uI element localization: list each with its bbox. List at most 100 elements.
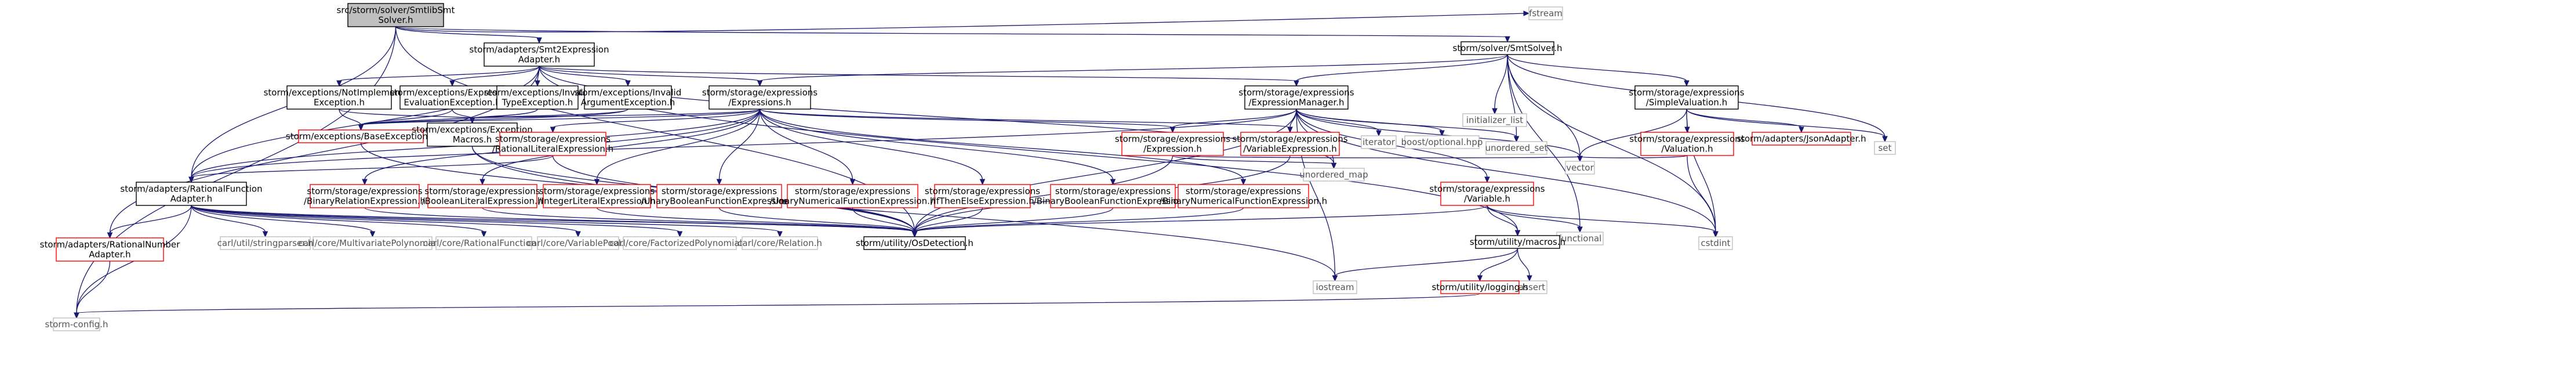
node-unorderedset[interactable]: unordered_set <box>1485 141 1548 155</box>
node-boostoptional[interactable]: boost/optional.hpp <box>1401 135 1483 149</box>
dependency-edge <box>74 293 1481 319</box>
node-notimpl[interactable]: storm/exceptions/NotImplementedException… <box>264 85 415 110</box>
node-macros[interactable]: storm/utility/macros.h <box>1470 235 1565 249</box>
node-baseexc[interactable]: storm/exceptions/BaseException.h <box>286 129 436 143</box>
node-multipoly[interactable]: carl/core/MultivariatePolynomial.h <box>299 236 447 250</box>
node-iterator[interactable]: iterator <box>1361 135 1397 149</box>
node-logging[interactable]: storm/utility/logging.h <box>1431 280 1528 294</box>
node-label: storm/exceptions/Invalid <box>575 88 681 98</box>
dependency-edge <box>191 205 487 238</box>
node-binnum[interactable]: storm/storage/expressions/BinaryNumerica… <box>1160 184 1327 208</box>
node-label: Adapter.h <box>170 194 212 204</box>
node-label: carl/core/FactorizedPolynomial.h <box>609 238 750 248</box>
node-label: /BinaryRelationExpression.h <box>304 196 426 207</box>
node-label: storm/utility/logging.h <box>1431 282 1528 292</box>
node-label: storm/storage/expressions <box>702 88 818 98</box>
node-oscheck[interactable]: storm/utility/OsDetection.h <box>856 236 973 250</box>
node-label: /IfThenElseExpression.h <box>931 196 1034 207</box>
dependency-edge <box>1487 205 1521 237</box>
node-label: storm/storage/expressions <box>662 186 777 197</box>
node-label: storm/storage/expressions <box>795 186 910 197</box>
dependency-edge <box>759 109 1176 133</box>
node-label: initializer_list <box>1466 115 1523 126</box>
node-label: iostream <box>1316 282 1354 292</box>
dependency-edge <box>759 109 1293 133</box>
node-label: /BinaryNumericalFunctionExpression.h <box>1160 196 1327 207</box>
node-label: carl/util/stringparser.h <box>217 238 314 248</box>
node-label: storm/storage/expressions <box>495 134 611 144</box>
node-ratfuncc[interactable]: carl/core/RationalFunction.h <box>423 236 545 250</box>
node-label: storm/exceptions/Expression <box>390 88 515 98</box>
node-label: Adapter.h <box>89 250 130 260</box>
node-cstdint[interactable]: cstdint <box>1698 236 1733 250</box>
node-set[interactable]: set <box>1874 141 1896 155</box>
node-label: /UnaryNumericalFunctionExpression.h <box>770 196 936 207</box>
dependency-edge <box>1517 248 1532 282</box>
dependency-edge <box>358 109 761 131</box>
node-exprevalexc[interactable]: storm/exceptions/ExpressionEvaluationExc… <box>390 85 515 110</box>
node-ifthenelse[interactable]: storm/storage/expressions/IfThenElseExpr… <box>925 184 1040 208</box>
node-binrel[interactable]: storm/storage/expressions/BinaryRelation… <box>304 184 426 208</box>
node-label: storm/exceptions/Invalid <box>484 88 591 98</box>
node-binbool[interactable]: storm/storage/expressions/BinaryBooleanF… <box>1034 184 1193 208</box>
node-unarynum[interactable]: storm/storage/expressions/UnaryNumerical… <box>770 184 936 208</box>
node-variableh[interactable]: storm/storage/expressions/Variable.h <box>1429 182 1545 206</box>
node-valuationh[interactable]: storm/storage/expressions/Valuation.h <box>1629 132 1745 156</box>
dependency-edge <box>1172 155 1337 169</box>
dependency-edge <box>395 10 1530 32</box>
dependency-edge <box>757 54 1508 87</box>
node-label: /BooleanLiteralExpression.h <box>422 196 543 207</box>
node-stringparser[interactable]: carl/util/stringparser.h <box>217 236 314 250</box>
dependency-edge <box>759 109 1116 186</box>
node-stormconfig[interactable]: storm-config.h <box>45 317 108 331</box>
node-smtsolver[interactable]: storm/solver/SmtSolver.h <box>1453 41 1563 55</box>
node-expressionh[interactable]: storm/storage/expressions/Expression.h <box>1115 132 1230 156</box>
node-varpool[interactable]: carl/core/VariablePool.h <box>527 236 629 250</box>
dependency-edge <box>550 109 761 133</box>
node-cassert[interactable]: cassert <box>1512 280 1547 294</box>
dependency-edge <box>74 205 192 319</box>
node-boollit[interactable]: storm/storage/expressions/BooleanLiteral… <box>422 184 543 208</box>
node-label: storm/storage/expressions <box>1429 184 1545 194</box>
node-rationalliteral[interactable]: storm/storage/expressions/RationalLitera… <box>492 132 613 156</box>
node-simplevaluation[interactable]: storm/storage/expressions/SimpleValuatio… <box>1629 85 1745 110</box>
dependency-edge <box>911 207 1114 238</box>
dependency-edge <box>74 26 397 319</box>
node-unorderedmap[interactable]: unordered_map <box>1299 168 1368 182</box>
node-label: storm/adapters/Smt2Expression <box>470 45 609 55</box>
node-label: storm/storage/expressions <box>1238 88 1354 98</box>
dependency-edge <box>716 109 761 186</box>
node-expressions[interactable]: storm/storage/expressions/Expressions.h <box>702 85 818 110</box>
node-fstream[interactable]: fstream <box>1528 6 1563 20</box>
node-label: Exception.h <box>314 97 365 108</box>
node-label: storm/exceptions/BaseException.h <box>286 131 436 142</box>
node-label: unordered_set <box>1485 143 1548 154</box>
node-exprmanager[interactable]: storm/storage/expressions/ExpressionMana… <box>1238 85 1354 110</box>
node-label: fstream <box>1529 8 1563 19</box>
node-label: carl/core/VariablePool.h <box>527 238 629 248</box>
node-label: storm/storage/expressions <box>1115 134 1230 144</box>
node-relation[interactable]: carl/core/Relation.h <box>737 236 822 250</box>
node-initlist[interactable]: initializer_list <box>1462 113 1527 127</box>
dependency-edge <box>911 207 983 238</box>
node-intlit[interactable]: storm/storage/expressions/IntegerLiteral… <box>539 184 656 208</box>
node-functional[interactable]: functional <box>1556 232 1604 245</box>
node-label: storm/storage/expressions <box>424 186 540 197</box>
node-invargexc[interactable]: storm/exceptions/InvalidArgumentExceptio… <box>575 85 681 110</box>
node-unarybool[interactable]: storm/storage/expressions/UnaryBooleanFu… <box>641 184 798 208</box>
node-vector[interactable]: vector <box>1565 161 1595 175</box>
node-label: storm/adapters/RationalNumber <box>40 240 180 250</box>
dependency-edge <box>759 109 856 186</box>
node-variableexpr[interactable]: storm/storage/expressions/VariableExpres… <box>1232 132 1348 156</box>
node-jsonadapter[interactable]: storm/adapters/JsonAdapter.h <box>1736 132 1866 146</box>
node-label: storm/utility/OsDetection.h <box>856 238 973 248</box>
dependency-edge <box>1487 205 1718 238</box>
node-factpoly[interactable]: carl/core/FactorizedPolynomial.h <box>609 236 750 250</box>
node-label: carl/core/MultivariatePolynomial.h <box>299 238 447 248</box>
node-iostream[interactable]: iostream <box>1313 280 1357 294</box>
